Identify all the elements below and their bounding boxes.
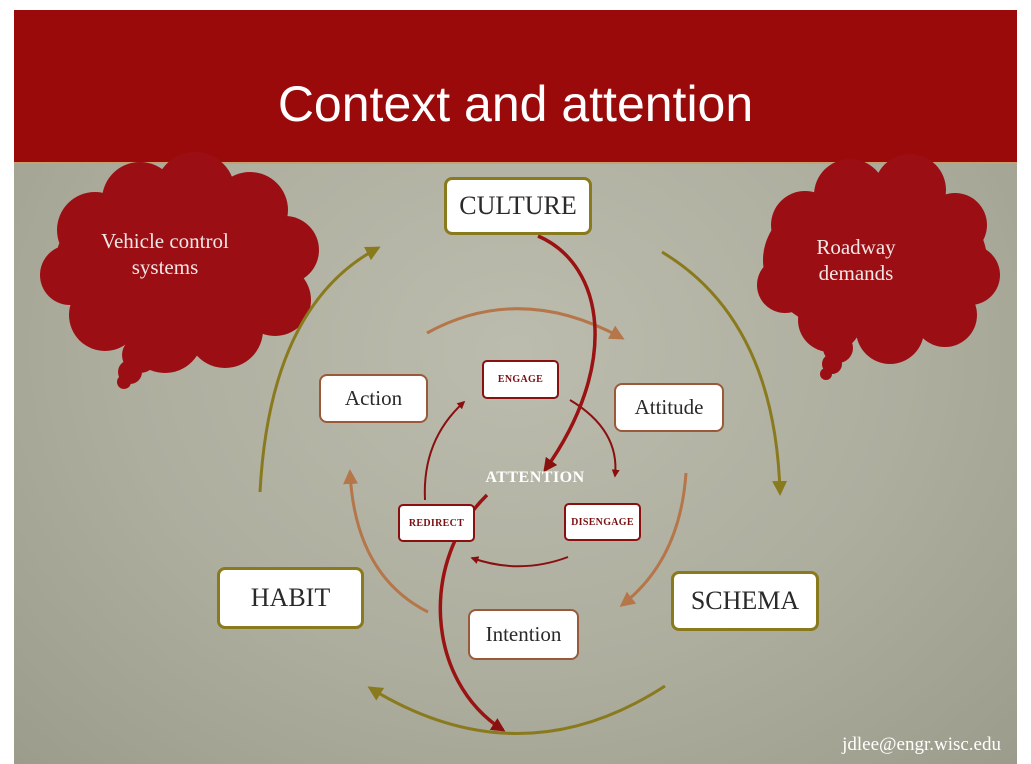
node-engage: ENGAGE	[482, 360, 559, 399]
node-attitude: Attitude	[614, 383, 724, 432]
arrow-action-to-attitude	[426, 307, 625, 340]
node-habit: HABIT	[217, 567, 364, 629]
node-schema: SCHEMA	[671, 571, 819, 631]
arrow-culture-to-schema	[661, 250, 788, 496]
cloud-right-text: Roadway demands	[816, 235, 896, 285]
node-redirect: REDIRECT	[398, 504, 475, 542]
arrow-schema-to-habit	[367, 684, 666, 735]
arrow-habit-to-culture	[258, 246, 381, 493]
arrow-redirect-to-engage	[423, 400, 466, 501]
outer-cycle-arrows	[258, 246, 788, 735]
middle-cycle-arrows	[343, 307, 688, 614]
node-intention: Intention	[468, 609, 579, 660]
cloud-left	[40, 152, 319, 389]
arrow-culture-to-attention	[537, 234, 597, 473]
node-culture: CULTURE	[444, 177, 592, 235]
arrow-attitude-to-intention	[619, 472, 688, 607]
title-bar: Context and attention	[14, 10, 1017, 164]
slide-title: Context and attention	[277, 76, 754, 132]
arrow-disengage-to-redirect	[470, 556, 569, 568]
author-email: jdlee@engr.wisc.edu	[842, 734, 1001, 755]
cloud-left-text: Vehicle control systems	[101, 229, 229, 279]
attention-label: ATTENTION	[485, 469, 585, 486]
cloud-right	[757, 154, 1000, 380]
arrow-intention-to-action	[343, 469, 429, 614]
node-disengage: DISENGAGE	[564, 503, 641, 541]
node-action: Action	[319, 374, 428, 423]
